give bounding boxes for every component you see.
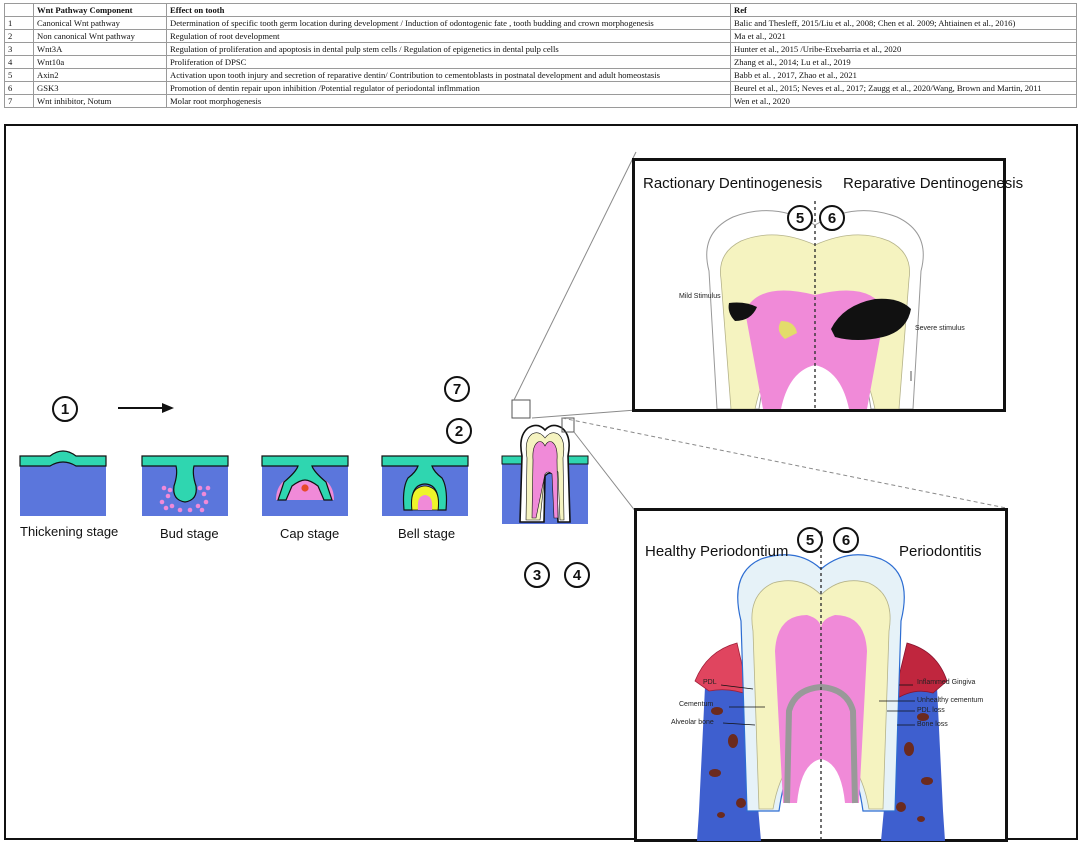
marker-4: 4 bbox=[564, 562, 590, 588]
row-component: GSK3 bbox=[33, 81, 167, 95]
reparative-title: Reparative Dentinogenesis bbox=[843, 175, 1024, 192]
row-num: 5 bbox=[4, 68, 34, 82]
row-num: 3 bbox=[4, 42, 34, 56]
table-header-num bbox=[4, 3, 34, 17]
table-row: 3 Wnt3A Regulation of proliferation and … bbox=[4, 42, 1077, 56]
ractionary-title: Ractionary Dentinogenesis bbox=[643, 175, 823, 192]
table-row: 2 Non canonical Wnt pathway Regulation o… bbox=[4, 29, 1077, 43]
dentin-tooth-drawing bbox=[706, 201, 924, 409]
row-effect: Proliferation of DPSC bbox=[166, 55, 731, 69]
row-ref: Balic and Thesleff, 2015/Liu et al., 200… bbox=[730, 16, 1077, 30]
pdl-label: PDL bbox=[703, 679, 717, 686]
progression-arrow-icon bbox=[118, 403, 174, 413]
mild-stimulus-label: Mild Stimulus bbox=[679, 293, 721, 300]
alveolar-bone-label: Alveolar bone bbox=[671, 719, 714, 726]
marker-6-perio: 6 bbox=[833, 527, 859, 553]
row-num: 1 bbox=[4, 16, 34, 30]
row-effect: Regulation of root development bbox=[166, 29, 731, 43]
cap-stage-illustration bbox=[261, 455, 349, 516]
bone-loss-label: Bone loss bbox=[917, 721, 948, 728]
periodontium-drawing bbox=[694, 531, 948, 841]
row-effect: Determination of specific tooth germ loc… bbox=[166, 16, 731, 30]
row-component: Wnt10a bbox=[33, 55, 167, 69]
bell-stage-illustration bbox=[381, 455, 469, 516]
wnt-pathway-table: Wnt Pathway Component Effect on tooth Re… bbox=[4, 3, 1077, 108]
table-row: 5 Axin2 Activation upon tooth injury and… bbox=[4, 68, 1077, 82]
marker-3: 3 bbox=[524, 562, 550, 588]
healthy-periodontium-title: Healthy Periodontium bbox=[645, 543, 789, 560]
bell-stage-label: Bell stage bbox=[398, 526, 456, 541]
marker-7: 7 bbox=[444, 376, 470, 402]
row-component: Non canonical Wnt pathway bbox=[33, 29, 167, 43]
table-header-ref: Ref bbox=[730, 3, 1077, 17]
row-ref: Ma et al., 2021 bbox=[730, 29, 1077, 43]
row-effect: Molar root morphogenesis bbox=[166, 94, 731, 108]
zoom-lines bbox=[513, 151, 1007, 513]
row-ref: Zhang et al., 2014; Lu et al., 2019 bbox=[730, 55, 1077, 69]
row-ref: Beurel et al., 2015; Neves et al., 2017;… bbox=[730, 81, 1077, 95]
marker-2: 2 bbox=[446, 418, 472, 444]
row-num: 4 bbox=[4, 55, 34, 69]
periodontium-inset: Healthy Periodontium Periodontitis 5 6 P… bbox=[634, 508, 1008, 842]
row-component: Wnt inhibitor, Notum bbox=[33, 94, 167, 108]
table-row: 4 Wnt10a Proliferation of DPSC Zhang et … bbox=[4, 55, 1077, 69]
marker-5-perio: 5 bbox=[797, 527, 823, 553]
erupted-tooth-illustration bbox=[501, 399, 589, 524]
table-row: 7 Wnt inhibitor, Notum Molar root morpho… bbox=[4, 94, 1077, 108]
tooth-stages-drawing bbox=[19, 151, 1007, 524]
periodontitis-title: Periodontitis bbox=[899, 543, 982, 560]
table-header-component: Wnt Pathway Component bbox=[33, 3, 167, 17]
row-ref: Wen et al., 2020 bbox=[730, 94, 1077, 108]
row-effect: Activation upon tooth injury and secreti… bbox=[166, 68, 731, 82]
thickening-stage-illustration bbox=[19, 450, 107, 516]
row-component: Canonical Wnt pathway bbox=[33, 16, 167, 30]
table-row: 6 GSK3 Promotion of dentin repair upon i… bbox=[4, 81, 1077, 95]
marker-5-dentin: 5 bbox=[787, 205, 813, 231]
row-component: Axin2 bbox=[33, 68, 167, 82]
unhealthy-cementum-label: Unhealthy cementum bbox=[917, 697, 984, 704]
row-effect: Regulation of proliferation and apoptosi… bbox=[166, 42, 731, 56]
severe-stimulus-label: Severe stimulus bbox=[915, 325, 965, 332]
row-num: 2 bbox=[4, 29, 34, 43]
cap-stage-label: Cap stage bbox=[280, 526, 340, 541]
marker-1: 1 bbox=[52, 396, 78, 422]
row-num: 7 bbox=[4, 94, 34, 108]
dentinogenesis-inset: Ractionary Dentinogenesis Reparative Den… bbox=[632, 158, 1023, 412]
bud-stage-label: Bud stage bbox=[160, 526, 219, 541]
marker-6-dentin: 6 bbox=[819, 205, 845, 231]
cementum-label: Cementum bbox=[679, 701, 714, 708]
thickening-stage-label: Thickening stage bbox=[20, 524, 119, 539]
table-header-effect: Effect on tooth bbox=[166, 3, 731, 17]
tooth-development-figure: Thickening stage Bud stage Cap stage Bel… bbox=[4, 124, 1078, 842]
row-ref: Hunter et al., 2015 /Uribe-Etxebarria et… bbox=[730, 42, 1077, 56]
row-num: 6 bbox=[4, 81, 34, 95]
pdl-loss-label: PDL loss bbox=[917, 707, 945, 714]
bud-stage-illustration bbox=[141, 455, 229, 516]
table-header-row: Wnt Pathway Component Effect on tooth Re… bbox=[4, 3, 1077, 17]
row-component: Wnt3A bbox=[33, 42, 167, 56]
inflammed-gingiva-label: Inflammed Gingiva bbox=[917, 679, 976, 686]
row-effect: Promotion of dentin repair upon inhibiti… bbox=[166, 81, 731, 95]
row-ref: Babb et al. , 2017, Zhao et al., 2021 bbox=[730, 68, 1077, 82]
table-row: 1 Canonical Wnt pathway Determination of… bbox=[4, 16, 1077, 30]
